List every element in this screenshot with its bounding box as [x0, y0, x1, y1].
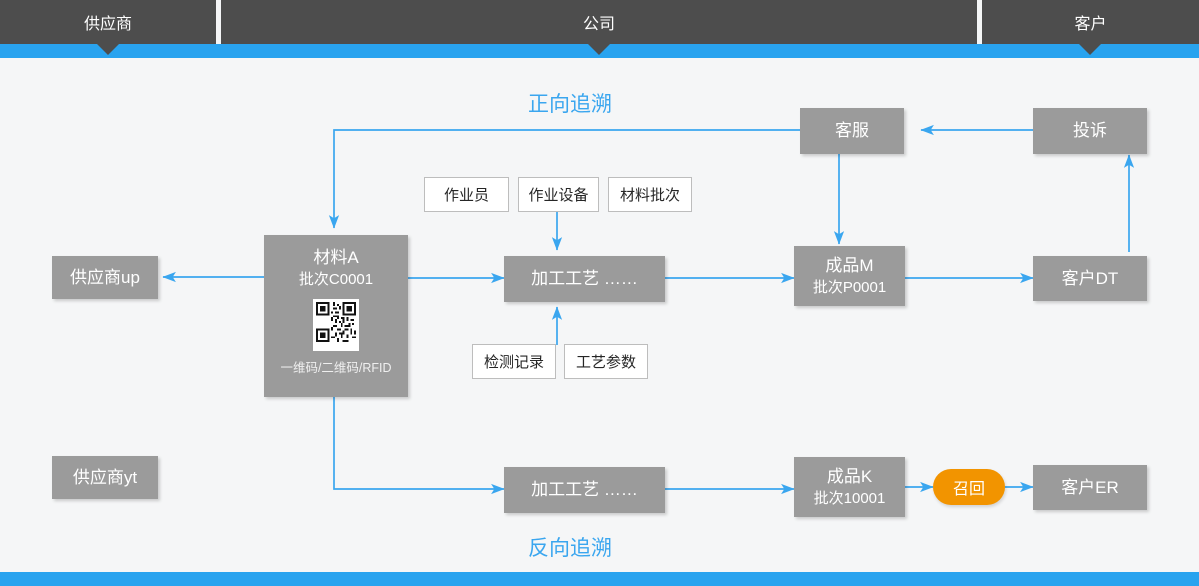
- node-recall-label: 召回: [952, 481, 985, 498]
- node-product-k[interactable]: 成品K 批次10001: [794, 457, 905, 517]
- pointer-company-icon: [588, 44, 610, 55]
- forward-trace-title: 正向追溯: [528, 93, 612, 116]
- node-process-bottom[interactable]: 加工工艺 ……: [504, 467, 665, 513]
- node-customer-dt[interactable]: 客户DT: [1033, 256, 1147, 301]
- tab-supplier-label: 供应商: [83, 16, 132, 33]
- node-material-code-types: 一维码/二维码/RFID: [280, 361, 392, 375]
- attr-inspection-record-label: 检测记录: [483, 354, 544, 371]
- attr-operator-label: 作业员: [443, 187, 489, 204]
- attr-process-params[interactable]: 工艺参数: [564, 344, 648, 379]
- node-complaint-label: 投诉: [1073, 121, 1107, 141]
- node-customer-er[interactable]: 客户ER: [1033, 465, 1147, 510]
- node-customer-dt-label: 客户DT: [1061, 268, 1119, 288]
- node-product-m[interactable]: 成品M 批次P0001: [794, 246, 905, 306]
- accent-bar-bottom: [0, 572, 1199, 586]
- node-supplier-yt[interactable]: 供应商yt: [52, 456, 158, 499]
- pointer-supplier-icon: [97, 44, 119, 55]
- node-recall-badge[interactable]: 召回: [933, 469, 1005, 505]
- tab-customer-label: 客户: [1074, 16, 1107, 33]
- tab-company[interactable]: 公司: [221, 0, 977, 44]
- node-supplier-yt-label: 供应商yt: [72, 467, 138, 487]
- attr-equipment[interactable]: 作业设备: [518, 177, 599, 212]
- pointer-customer-icon: [1079, 44, 1101, 55]
- node-supplier-up-label: 供应商up: [70, 267, 140, 287]
- node-customer-service-label: 客服: [835, 121, 869, 141]
- node-process-bottom-label: 加工工艺 ……: [531, 480, 638, 500]
- node-product-m-batch: 批次P0001: [812, 278, 887, 296]
- node-supplier-up[interactable]: 供应商up: [52, 256, 158, 299]
- attr-material-batch-label: 材料批次: [619, 187, 680, 204]
- node-material-batch: 批次C0001: [298, 271, 374, 289]
- node-material[interactable]: 材料A 批次C0001: [264, 235, 408, 397]
- node-process-top-label: 加工工艺 ……: [531, 269, 638, 289]
- qr-code-icon: [313, 299, 359, 351]
- node-product-k-batch: 批次10001: [813, 489, 886, 507]
- tab-customer[interactable]: 客户: [982, 0, 1199, 44]
- reverse-trace-title: 反向追溯: [528, 537, 612, 560]
- header-bar: 供应商 公司 客户: [0, 0, 1199, 44]
- node-customer-service[interactable]: 客服: [800, 108, 904, 154]
- node-product-k-name: 成品K: [826, 466, 873, 486]
- attr-process-params-label: 工艺参数: [575, 354, 636, 371]
- node-product-m-name: 成品M: [825, 255, 874, 275]
- attr-equipment-label: 作业设备: [528, 187, 589, 204]
- tab-company-label: 公司: [582, 16, 615, 33]
- tab-supplier[interactable]: 供应商: [0, 0, 216, 44]
- attr-material-batch[interactable]: 材料批次: [608, 177, 692, 212]
- node-process-top[interactable]: 加工工艺 ……: [504, 256, 665, 302]
- node-complaint[interactable]: 投诉: [1033, 108, 1147, 154]
- attr-operator[interactable]: 作业员: [424, 177, 509, 212]
- attr-inspection-record[interactable]: 检测记录: [472, 344, 556, 379]
- node-material-name: 材料A: [313, 248, 359, 267]
- node-customer-er-label: 客户ER: [1061, 477, 1119, 497]
